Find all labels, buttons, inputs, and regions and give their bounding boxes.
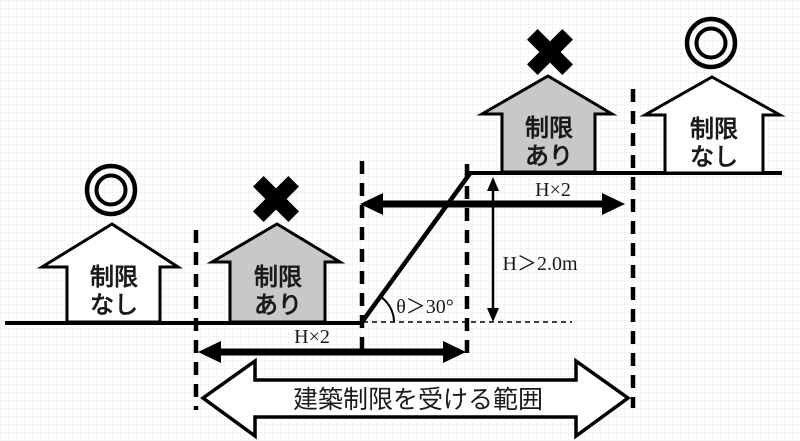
cliff-height-arrow xyxy=(487,177,499,322)
lower-distance-arrow xyxy=(198,341,466,363)
house-upper-far-label-line1: 制限 xyxy=(690,116,738,143)
house-upper-far xyxy=(639,75,786,175)
house-lower-far-label-line1: 制限 xyxy=(90,264,138,291)
house-upper-near-label-line1: 制限 xyxy=(525,115,573,142)
house-lower-near-label-line1: 制限 xyxy=(254,264,302,291)
house-upper-near-label-line2: あり xyxy=(525,143,573,170)
double-circle-icon xyxy=(84,163,138,217)
slope-line xyxy=(360,170,473,324)
house-upper-near xyxy=(476,74,618,174)
restriction-range-arrow xyxy=(200,357,631,440)
house-lower-far-label-line2: なし xyxy=(90,292,138,319)
cliff-height-label: H＞2.0m xyxy=(503,253,578,275)
house-upper-far-label-line2: なし xyxy=(690,144,738,171)
cross-icon xyxy=(527,29,573,75)
upper-distance-label: H×2 xyxy=(535,179,571,201)
restriction-range-label: 建築制限を受ける範囲 xyxy=(293,386,543,414)
house-lower-near xyxy=(206,222,346,324)
cross-icon xyxy=(253,176,299,222)
house-lower-near-label-line2: あり xyxy=(254,292,302,319)
lower-distance-label: H×2 xyxy=(294,326,330,348)
slope-angle-label: θ＞30° xyxy=(396,296,454,318)
angle-arc xyxy=(380,296,395,323)
house-lower-far xyxy=(36,222,184,324)
double-circle-icon xyxy=(684,16,738,70)
